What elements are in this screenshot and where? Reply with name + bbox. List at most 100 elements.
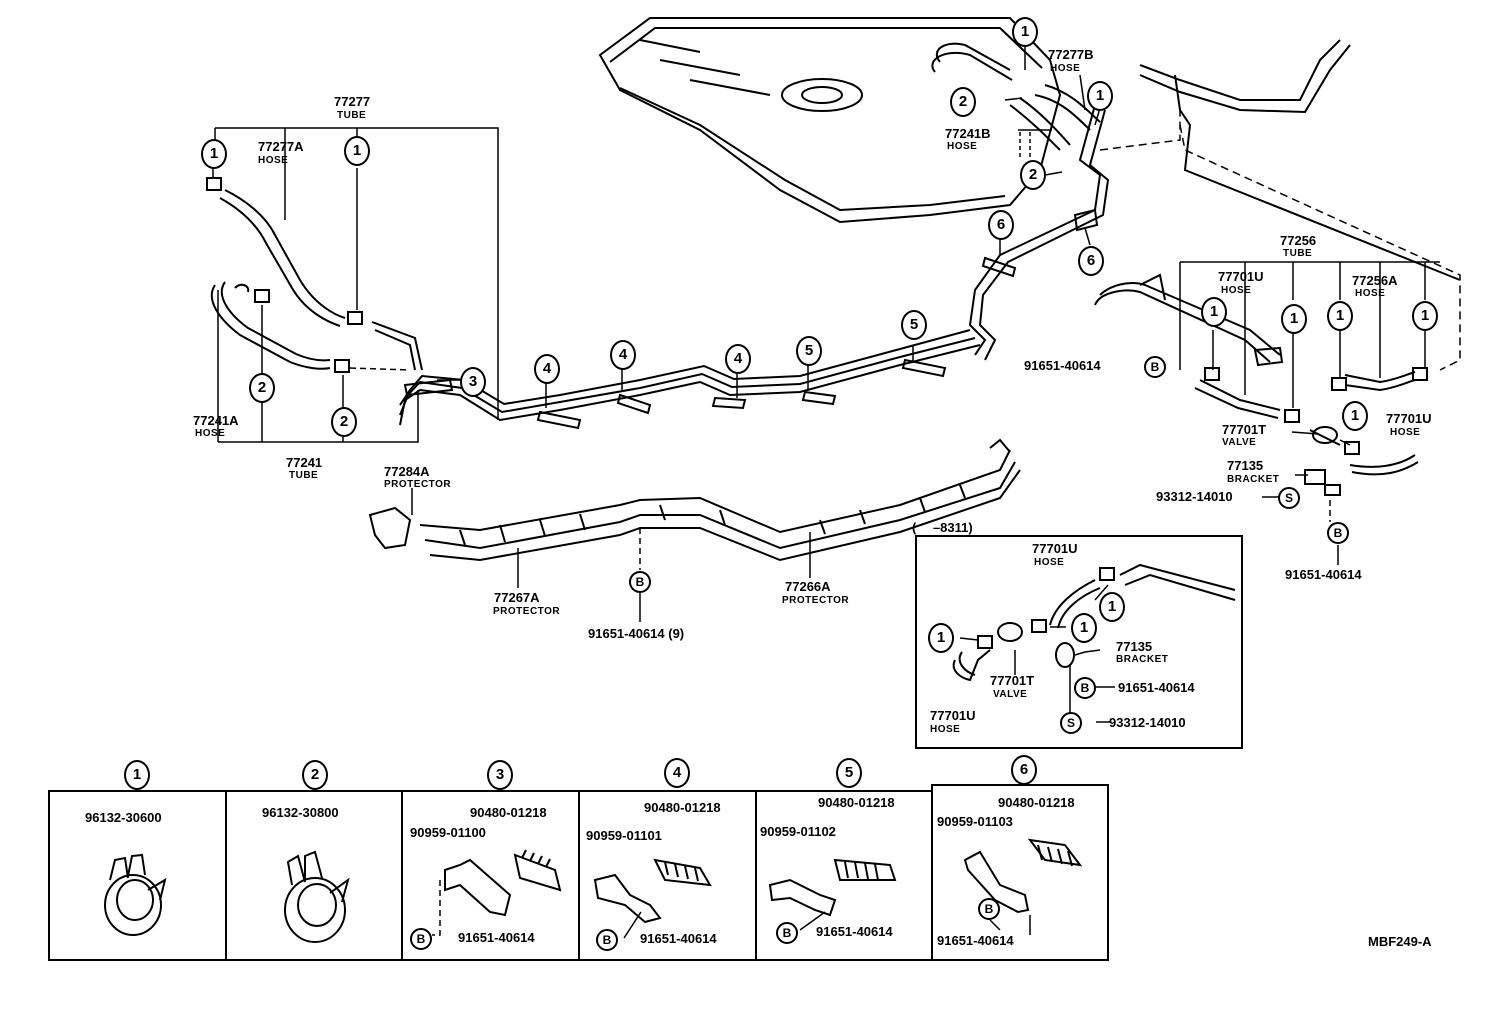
callout-1: 1 bbox=[1012, 17, 1038, 47]
sublabel-77701U-right: HOSE bbox=[1390, 427, 1421, 438]
inset-detail bbox=[915, 535, 1243, 749]
callout-S: S bbox=[1060, 712, 1082, 734]
sublabel-77241A: HOSE bbox=[195, 428, 226, 439]
inset-sublabel-77701T: VALVE bbox=[993, 689, 1028, 700]
callout-1: 1 bbox=[1342, 401, 1368, 431]
inset-label-77135: 77135 bbox=[1116, 639, 1153, 654]
label-77256A: 77256A bbox=[1352, 273, 1398, 288]
inset-title: ( –8311) bbox=[912, 520, 973, 535]
panel-2-number: 2 bbox=[302, 760, 328, 790]
label-93312-14010: 93312-14010 bbox=[1156, 489, 1233, 504]
label-77241B: 77241B bbox=[945, 126, 991, 141]
inset-label-91651-40614: 91651-40614 bbox=[1118, 680, 1195, 695]
label-91651-40614-9: 91651-40614 (9) bbox=[588, 626, 685, 641]
panel-1-number: 1 bbox=[124, 760, 150, 790]
callout-B: B bbox=[629, 571, 651, 593]
sublabel-77701T: VALVE bbox=[1222, 437, 1257, 448]
panel-drawings bbox=[104, 838, 1083, 943]
callout-4: 4 bbox=[534, 354, 560, 384]
label-77701U-right: 77701U bbox=[1386, 411, 1432, 426]
label-91651-40614-right-lower: 91651-40614 bbox=[1285, 567, 1362, 582]
label-77284A: 77284A bbox=[384, 464, 430, 479]
sublabel-77266A: PROTECTOR bbox=[782, 595, 850, 606]
panel-6-part-bracket: 90959-01103 bbox=[937, 814, 1013, 829]
panel-3-number: 3 bbox=[487, 760, 513, 790]
fuel-tank bbox=[598, 17, 1062, 224]
label-77241: 77241 bbox=[286, 455, 323, 470]
callout-2: 2 bbox=[950, 87, 976, 117]
sublabel-77256A: HOSE bbox=[1355, 288, 1386, 299]
sublabel-77135: BRACKET bbox=[1227, 474, 1280, 485]
panel-5-callout-B: B bbox=[776, 922, 798, 944]
panel-1-part: 96132-30600 bbox=[85, 810, 162, 825]
inset-sublabel-77701U-top: HOSE bbox=[1034, 557, 1065, 568]
sublabel-77277B: HOSE bbox=[1050, 63, 1081, 74]
right-valve-assembly bbox=[1094, 273, 1428, 496]
callout-1: 1 bbox=[1281, 304, 1307, 334]
callout-1: 1 bbox=[1099, 592, 1125, 622]
callout-B: B bbox=[1144, 356, 1166, 378]
callout-5: 5 bbox=[796, 336, 822, 366]
panel-3-part-bracket: 90959-01100 bbox=[410, 825, 486, 840]
label-77267A: 77267A bbox=[494, 590, 540, 605]
panel-4-callout-B: B bbox=[596, 929, 618, 951]
inset-label-77701U-bottom: 77701U bbox=[930, 708, 976, 723]
callout-3: 3 bbox=[460, 367, 486, 397]
sublabel-77256: TUBE bbox=[1283, 248, 1313, 259]
sublabel-77267A: PROTECTOR bbox=[493, 606, 561, 617]
panel-5-part-bracket: 90959-01102 bbox=[760, 824, 836, 839]
label-77135: 77135 bbox=[1227, 458, 1264, 473]
callout-1: 1 bbox=[1412, 301, 1438, 331]
panel-6 bbox=[931, 784, 1109, 961]
drawing-code: MBF249-A bbox=[1368, 934, 1432, 949]
panel-4-part-clip: 90480-01218 bbox=[644, 800, 721, 815]
top-right-pipes bbox=[931, 39, 1461, 361]
sublabel-77277: TUBE bbox=[337, 110, 367, 121]
left-hoses bbox=[206, 177, 423, 373]
label-77701T: 77701T bbox=[1222, 422, 1267, 437]
label-77266A: 77266A bbox=[785, 579, 831, 594]
label-77277A: 77277A bbox=[258, 139, 304, 154]
callout-4: 4 bbox=[725, 344, 751, 374]
callout-2: 2 bbox=[1020, 160, 1046, 190]
label-77256: 77256 bbox=[1280, 233, 1317, 248]
callout-6: 6 bbox=[1078, 246, 1104, 276]
main-tube-run bbox=[399, 208, 1099, 430]
callout-B: B bbox=[1074, 677, 1096, 699]
panel-6-number: 6 bbox=[1011, 755, 1037, 785]
inset-sublabel-77135: BRACKET bbox=[1116, 654, 1169, 665]
label-91651-40614-right-upper: 91651-40614 bbox=[1024, 358, 1101, 373]
label-77277: 77277 bbox=[334, 94, 371, 109]
callout-1: 1 bbox=[1071, 613, 1097, 643]
panel-4-part-bracket: 90959-01101 bbox=[586, 828, 662, 843]
sublabel-77241B: HOSE bbox=[947, 141, 978, 152]
label-77241A: 77241A bbox=[193, 413, 239, 428]
panel-5-part-clip: 90480-01218 bbox=[818, 795, 895, 810]
label-77701U-upper: 77701U bbox=[1218, 269, 1264, 284]
inset-label-77701T: 77701T bbox=[990, 673, 1035, 688]
callout-B: B bbox=[1327, 522, 1349, 544]
sublabel-77277A: HOSE bbox=[258, 155, 289, 166]
callout-1: 1 bbox=[344, 136, 370, 166]
panel-3-callout-B: B bbox=[410, 928, 432, 950]
panel-4-number: 4 bbox=[664, 758, 690, 788]
panel-6-part-bolt: 91651-40614 bbox=[937, 933, 1014, 948]
callout-1: 1 bbox=[1327, 301, 1353, 331]
callout-1: 1 bbox=[1087, 81, 1113, 111]
panel-6-part-clip: 90480-01218 bbox=[998, 795, 1075, 810]
panel-5-part-bolt: 91651-40614 bbox=[816, 924, 893, 939]
callout-1: 1 bbox=[201, 139, 227, 169]
sublabel-77241: TUBE bbox=[289, 470, 319, 481]
sublabel-77701U-upper: HOSE bbox=[1221, 285, 1252, 296]
panel-5-number: 5 bbox=[836, 758, 862, 788]
label-77277B: 77277B bbox=[1048, 47, 1094, 62]
leader-lines bbox=[212, 45, 1461, 622]
protectors bbox=[368, 438, 1021, 562]
callout-5: 5 bbox=[901, 310, 927, 340]
panel-4-part-bolt: 91651-40614 bbox=[640, 931, 717, 946]
panel-2-part: 96132-30800 bbox=[262, 805, 339, 820]
sublabel-77284A: PROTECTOR bbox=[384, 479, 452, 490]
callout-4: 4 bbox=[610, 340, 636, 370]
inset-label-77701U-top: 77701U bbox=[1032, 541, 1078, 556]
